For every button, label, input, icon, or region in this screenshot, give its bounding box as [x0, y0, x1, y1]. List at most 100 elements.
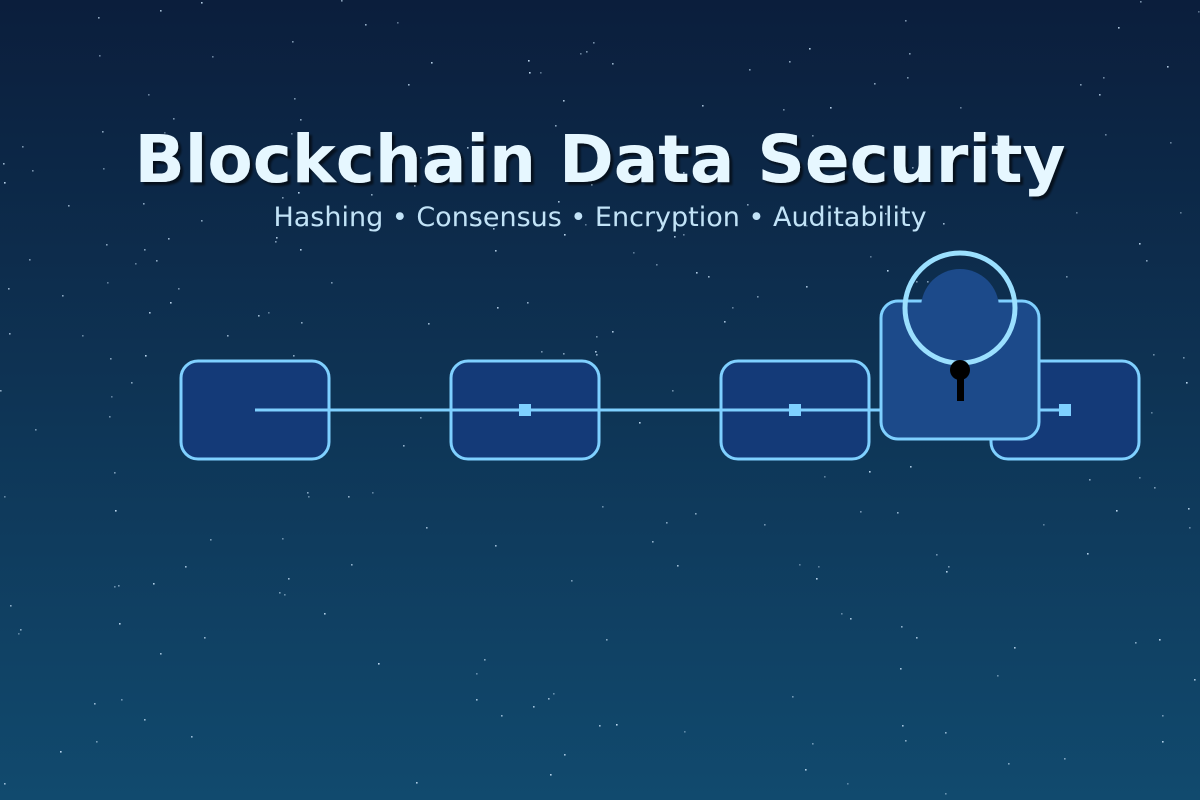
star [476, 673, 478, 675]
star [1139, 477, 1141, 479]
star [1167, 66, 1169, 68]
star [869, 471, 871, 473]
star [212, 56, 214, 58]
star [749, 69, 751, 71]
star [789, 61, 791, 63]
hash-node [1059, 404, 1071, 416]
star [276, 237, 278, 239]
star [35, 429, 37, 431]
padlock-icon [879, 250, 1041, 441]
star [10, 605, 12, 607]
star [0, 390, 2, 392]
star [540, 72, 542, 74]
star [945, 732, 947, 734]
star [816, 578, 818, 580]
star [9, 333, 11, 335]
star [563, 100, 565, 102]
star [948, 566, 950, 568]
star [960, 107, 962, 109]
star [818, 566, 820, 568]
star [677, 565, 679, 567]
star [747, 204, 749, 206]
star [397, 22, 399, 24]
star [571, 580, 573, 582]
star [1153, 354, 1155, 356]
star [18, 633, 20, 635]
star [683, 234, 685, 236]
star [1198, 11, 1200, 13]
star [153, 583, 155, 585]
star [1183, 357, 1185, 359]
star [351, 564, 353, 566]
star [501, 715, 503, 717]
star [121, 699, 123, 701]
star [806, 225, 808, 227]
star [680, 147, 682, 149]
star [467, 147, 469, 149]
star [907, 77, 909, 79]
star [1118, 27, 1120, 29]
star [416, 782, 418, 784]
star [484, 659, 486, 661]
page-title: Blockchain Data Security [134, 121, 1065, 198]
star [201, 220, 203, 222]
star [408, 84, 410, 86]
star [684, 731, 686, 733]
star [656, 264, 658, 266]
star [324, 613, 326, 615]
star [757, 296, 759, 298]
star [301, 322, 303, 324]
star [300, 249, 302, 251]
star [616, 724, 618, 726]
star [1135, 642, 1137, 644]
star [1103, 77, 1105, 79]
star [348, 496, 350, 498]
star [8, 288, 10, 290]
star [830, 107, 832, 109]
star [916, 637, 918, 639]
star [666, 522, 668, 524]
star [96, 741, 98, 743]
star [548, 698, 550, 700]
star [1154, 487, 1156, 489]
star [495, 250, 497, 252]
star [905, 740, 907, 742]
star [596, 336, 598, 338]
star [1162, 741, 1164, 743]
star [1139, 243, 1141, 245]
star [282, 197, 284, 199]
star [294, 98, 296, 100]
star [119, 623, 121, 625]
star [541, 351, 543, 353]
star [528, 60, 530, 62]
star [298, 192, 300, 194]
star [806, 286, 808, 288]
star [497, 307, 499, 309]
star [156, 260, 158, 262]
star [426, 527, 428, 529]
star [912, 167, 914, 169]
star [94, 703, 96, 705]
star [131, 382, 133, 384]
star [558, 201, 560, 203]
star [1180, 212, 1182, 214]
star [799, 564, 801, 566]
star [145, 355, 147, 357]
star [275, 241, 277, 243]
star [905, 20, 907, 22]
star [1188, 508, 1190, 510]
star [493, 228, 495, 230]
star [841, 613, 843, 615]
star [792, 696, 794, 698]
star [495, 545, 497, 547]
star [805, 769, 807, 771]
star [887, 270, 889, 272]
star [164, 132, 166, 134]
star [106, 244, 108, 246]
star [847, 783, 849, 785]
page-subtitle: Hashing • Consensus • Encryption • Audit… [273, 202, 926, 233]
star [331, 282, 333, 284]
star [564, 754, 566, 756]
star [82, 335, 84, 337]
